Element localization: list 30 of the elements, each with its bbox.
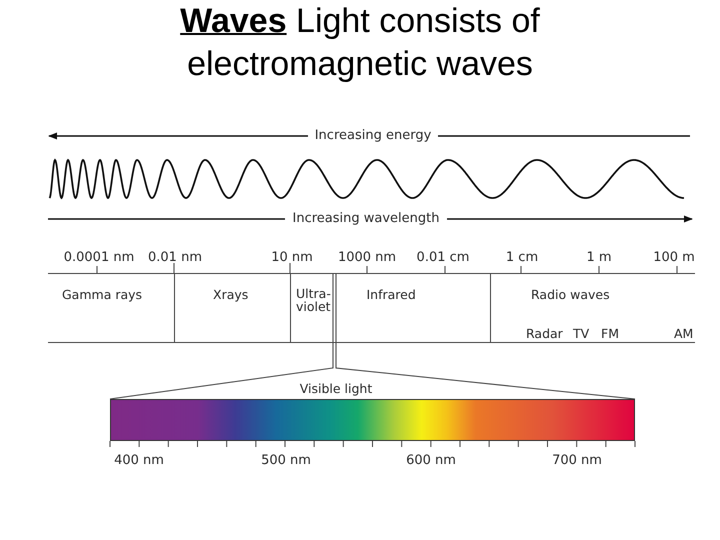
band-label: Ultra-violet [296, 287, 332, 313]
sub-band-label: FM [601, 326, 619, 341]
scale-label: 1000 nm [338, 250, 396, 265]
sub-band-label: AM [674, 326, 694, 341]
spectrum-band [334, 273, 490, 343]
scale-label: 10 nm [271, 250, 313, 265]
scale-label: 0.01 cm [416, 250, 470, 265]
scale-label: 0.0001 nm [64, 250, 134, 265]
spectrum-band [490, 273, 695, 343]
scale-label: 700 nm [552, 453, 602, 468]
arrow-label: Increasing energy [314, 128, 432, 143]
spectrum-band [48, 273, 174, 343]
scale-label: 500 nm [261, 453, 311, 468]
sub-band-label: TV [573, 326, 590, 341]
scale-label: 600 nm [406, 453, 456, 468]
band-label: Infrared [366, 287, 416, 302]
spectrum-band [290, 273, 334, 343]
scale-label: 1 cm [506, 250, 538, 265]
band-label: Gamma rays [62, 287, 142, 302]
sub-band-label: Radar [526, 326, 563, 341]
scale-label: 100 m [653, 250, 695, 265]
band-label: Xrays [213, 287, 248, 302]
spectrum-band [174, 273, 290, 343]
band-label: Radio waves [531, 287, 610, 302]
scale-label: 400 nm [114, 453, 164, 468]
arrow-label: Increasing wavelength [292, 211, 440, 226]
scale-label: 1 m [586, 250, 612, 265]
slide-title: Waves Light consists of electromagnetic waves [179, 1, 541, 85]
scale-label: 0.01 nm [148, 250, 202, 265]
band-label: Visible light [300, 381, 372, 396]
